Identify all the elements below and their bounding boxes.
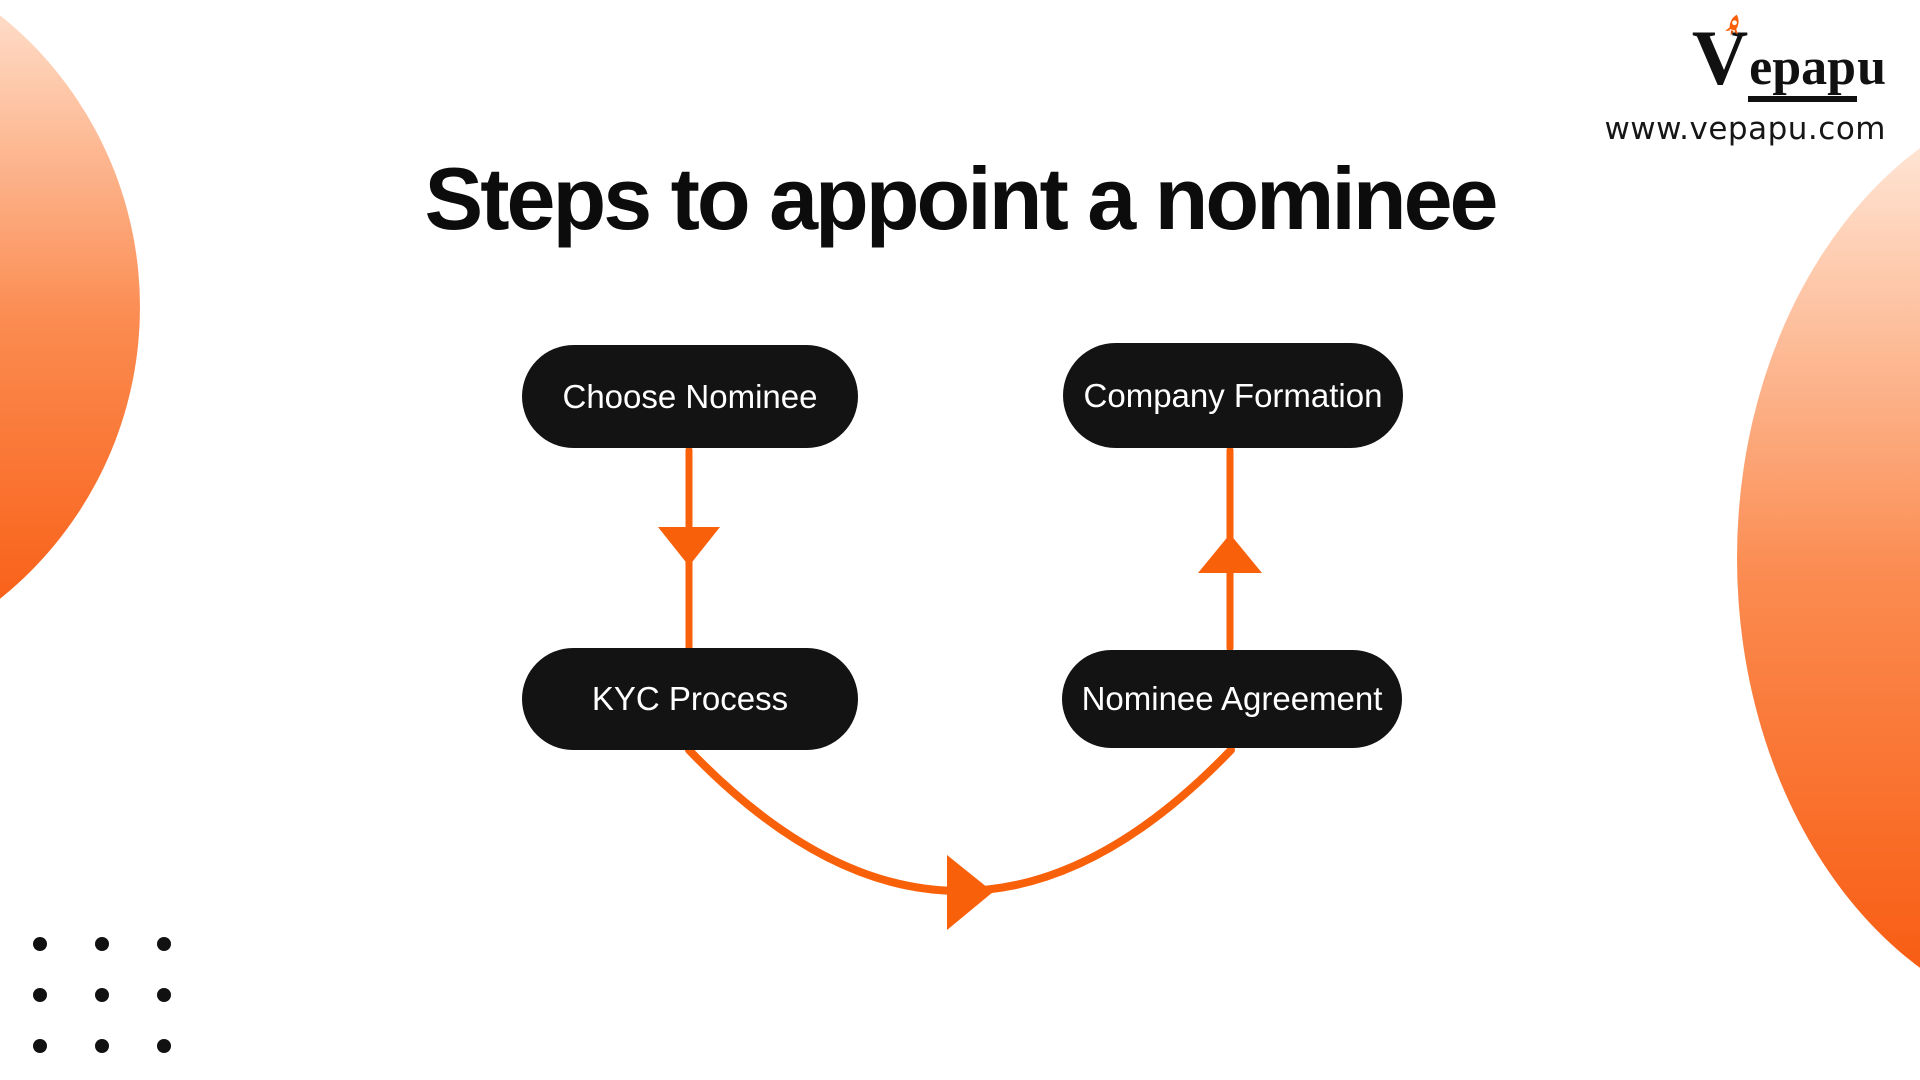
brand-logo: Vepapu www.vepapu.com	[1604, 14, 1886, 147]
logo-tail-part: u	[1857, 39, 1886, 96]
flow-node-label: Nominee Agreement	[1081, 680, 1383, 717]
arrowhead-down-icon	[658, 527, 720, 566]
dot	[157, 1039, 171, 1053]
flow-node-company-formation: Company Formation	[1063, 343, 1403, 448]
dot	[33, 988, 47, 1002]
flow-node-label: KYC Process	[591, 680, 789, 717]
website-url: www.vepapu.com	[1604, 111, 1886, 147]
flow-node-label: Company Formation	[1083, 376, 1383, 414]
dot	[33, 937, 47, 951]
dots-grid	[33, 937, 171, 1053]
arrowhead-right-icon	[947, 855, 993, 930]
brand-logo-text: Vepapu	[1692, 14, 1886, 102]
decorative-blob-top-left	[0, 0, 140, 681]
flow-node-choose-nominee: Choose Nominee	[522, 345, 858, 448]
arrow-choose-to-kyc	[658, 446, 720, 652]
flow-node-kyc-process: KYC Process	[522, 648, 858, 750]
logo-underlined-part: epap	[1748, 39, 1858, 102]
dot	[157, 937, 171, 951]
page-title: Steps to appoint a nominee	[424, 148, 1499, 248]
rocket-icon	[1724, 14, 1739, 36]
dot	[157, 988, 171, 1002]
dot	[33, 1039, 47, 1053]
arrow-kyc-to-agreement	[685, 746, 1235, 930]
flow-node-label: Choose Nominee	[562, 377, 818, 415]
dot	[95, 988, 109, 1002]
dot	[95, 1039, 109, 1053]
arrowhead-up-icon	[1198, 534, 1262, 573]
dot	[95, 937, 109, 951]
flow-node-nominee-agreement: Nominee Agreement	[1062, 650, 1402, 748]
logo-initial: V	[1691, 14, 1749, 101]
arrow-agreement-to-company	[1198, 446, 1262, 652]
